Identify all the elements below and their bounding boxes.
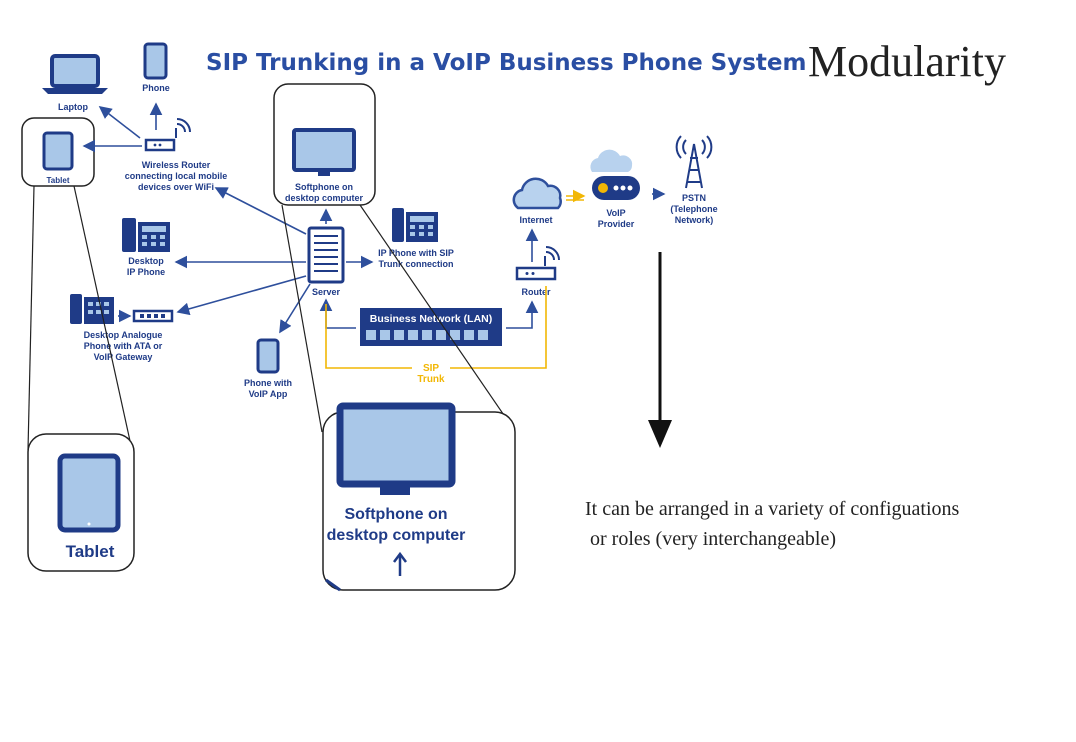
laptop-label: Laptop [58,102,88,112]
telephone-tower-icon [675,135,713,189]
ata-gateway-icon [132,309,174,323]
tablet-icon [42,131,74,171]
voip-provider-label-line1: VoIP [606,208,625,218]
wireless-router-label-line3: devices over WiFi [138,182,214,192]
voip-provider-label-line2: Provider [598,219,635,229]
slide-heading: Modularity [808,37,1006,86]
internet-cloud-icon [512,177,562,210]
zoom-softphone-label-line1: Softphone on [344,506,447,523]
wireless-router-label: Wireless Router connecting local mobile … [125,160,228,192]
desktop-computer-icon [292,128,356,176]
analogue-phone-label-line1: Desktop Analogue [84,330,163,340]
sip-ip-phone-label-line1: IP Phone with SIP [378,248,454,258]
server-label: Server [312,287,341,297]
router-label: Router [522,287,551,297]
sip-trunk-label-line2: Trunk [417,374,445,385]
router-icon [515,246,560,281]
voip-app-label-line1: Phone with [244,378,292,388]
caption-line2: or roles (very interchangeable) [590,528,836,550]
zoom-tablet-label: Tablet [66,542,115,561]
caption-line1: It can be arranged in a variety of confi… [585,498,960,520]
business-network-switch [360,308,502,346]
pstn-label-line2: (Telephone [670,204,717,214]
desktop-ip-phone-icon [122,218,170,252]
connection-arrows [82,102,666,334]
sip-trunk-label-line1: SIP [423,363,439,374]
diagram-title: SIP Trunking in a VoIP Business Phone Sy… [206,50,806,76]
tablet-label: Tablet [47,176,70,185]
laptop-icon [42,54,108,94]
zoom-partial-arrow [325,578,341,592]
server-icon [307,226,345,284]
zoom-tablet-icon [57,453,121,533]
pstn-label-line3: Network) [675,215,714,225]
sip-ip-phone-label-line2: Trunk connection [378,259,453,269]
mobile-phone-icon [256,338,280,374]
wireless-router-icon [144,118,191,152]
business-network-label: Business Network (LAN) [370,313,493,325]
wireless-router-label-line2: connecting local mobile [125,171,228,181]
zoom-connector-lines [27,185,511,451]
zoom-up-arrow-icon [393,551,407,576]
analogue-phone-label-line2: Phone with ATA or [84,341,163,351]
desktop-ip-phone-label-line1: Desktop [128,256,164,266]
softphone-label-line2: desktop computer [285,193,364,203]
analogue-phone-icon [70,294,114,324]
sip-ip-phone-icon [392,208,438,242]
internet-label: Internet [519,215,552,225]
wireless-router-label-line1: Wireless Router [142,160,211,170]
zoom-desktop-computer-icon [336,402,456,495]
analogue-phone-label-line3: VoIP Gateway [94,352,153,362]
phone-label: Phone [142,83,170,93]
pstn-label-line1: PSTN [682,193,706,203]
zoom-softphone-label-line2: desktop computer [327,527,466,544]
phone-icon [143,42,168,80]
voip-app-label-line2: VoIP App [249,389,288,399]
voip-provider-icon [590,149,640,200]
down-arrow-icon [648,252,672,448]
sip-trunk-label-bg [412,360,450,386]
softphone-label-line1: Softphone on [295,182,353,192]
softphone-highlight-box [273,83,376,206]
desktop-ip-phone-label-line2: IP Phone [127,267,165,277]
